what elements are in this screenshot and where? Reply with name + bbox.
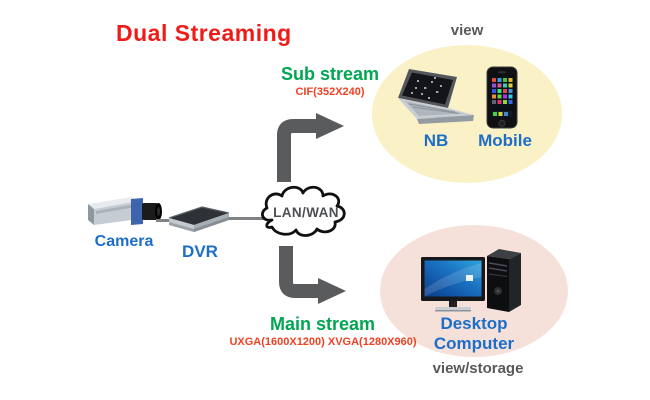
nb-label: NB [423, 131, 449, 150]
mobile-phone-icon [484, 66, 520, 130]
main-stream-resolution: UXGA(1600X1200) XVGA(1280X960) [229, 336, 417, 348]
camera-dvr-cable [156, 219, 174, 222]
main-stream-arrow-icon [270, 246, 352, 306]
computer-tower-icon [484, 246, 524, 314]
camera-icon [82, 194, 164, 234]
sub-stream-arrow-icon [268, 106, 350, 184]
sub-stream-resolution: CIF(352X240) [295, 86, 365, 98]
lan-wan-cloud-icon [256, 179, 356, 243]
dvr-label: DVR [182, 242, 218, 261]
cloud-label: LAN/WAN [273, 205, 339, 220]
view-caption: view [450, 22, 484, 39]
view-storage-caption: view/storage [432, 360, 524, 377]
desktop-monitor-icon [421, 257, 485, 313]
main-stream-label: Main stream [269, 314, 376, 334]
camera-label: Camera [94, 233, 154, 250]
laptop-icon [397, 68, 477, 132]
dvr-cloud-cable [228, 217, 264, 220]
dvr-icon [166, 202, 232, 238]
desktop-computer-label: Desktop Computer [433, 314, 515, 353]
mobile-label: Mobile [478, 131, 532, 150]
page-title: Dual Streaming [116, 20, 292, 46]
sub-stream-label: Sub stream [280, 64, 380, 84]
